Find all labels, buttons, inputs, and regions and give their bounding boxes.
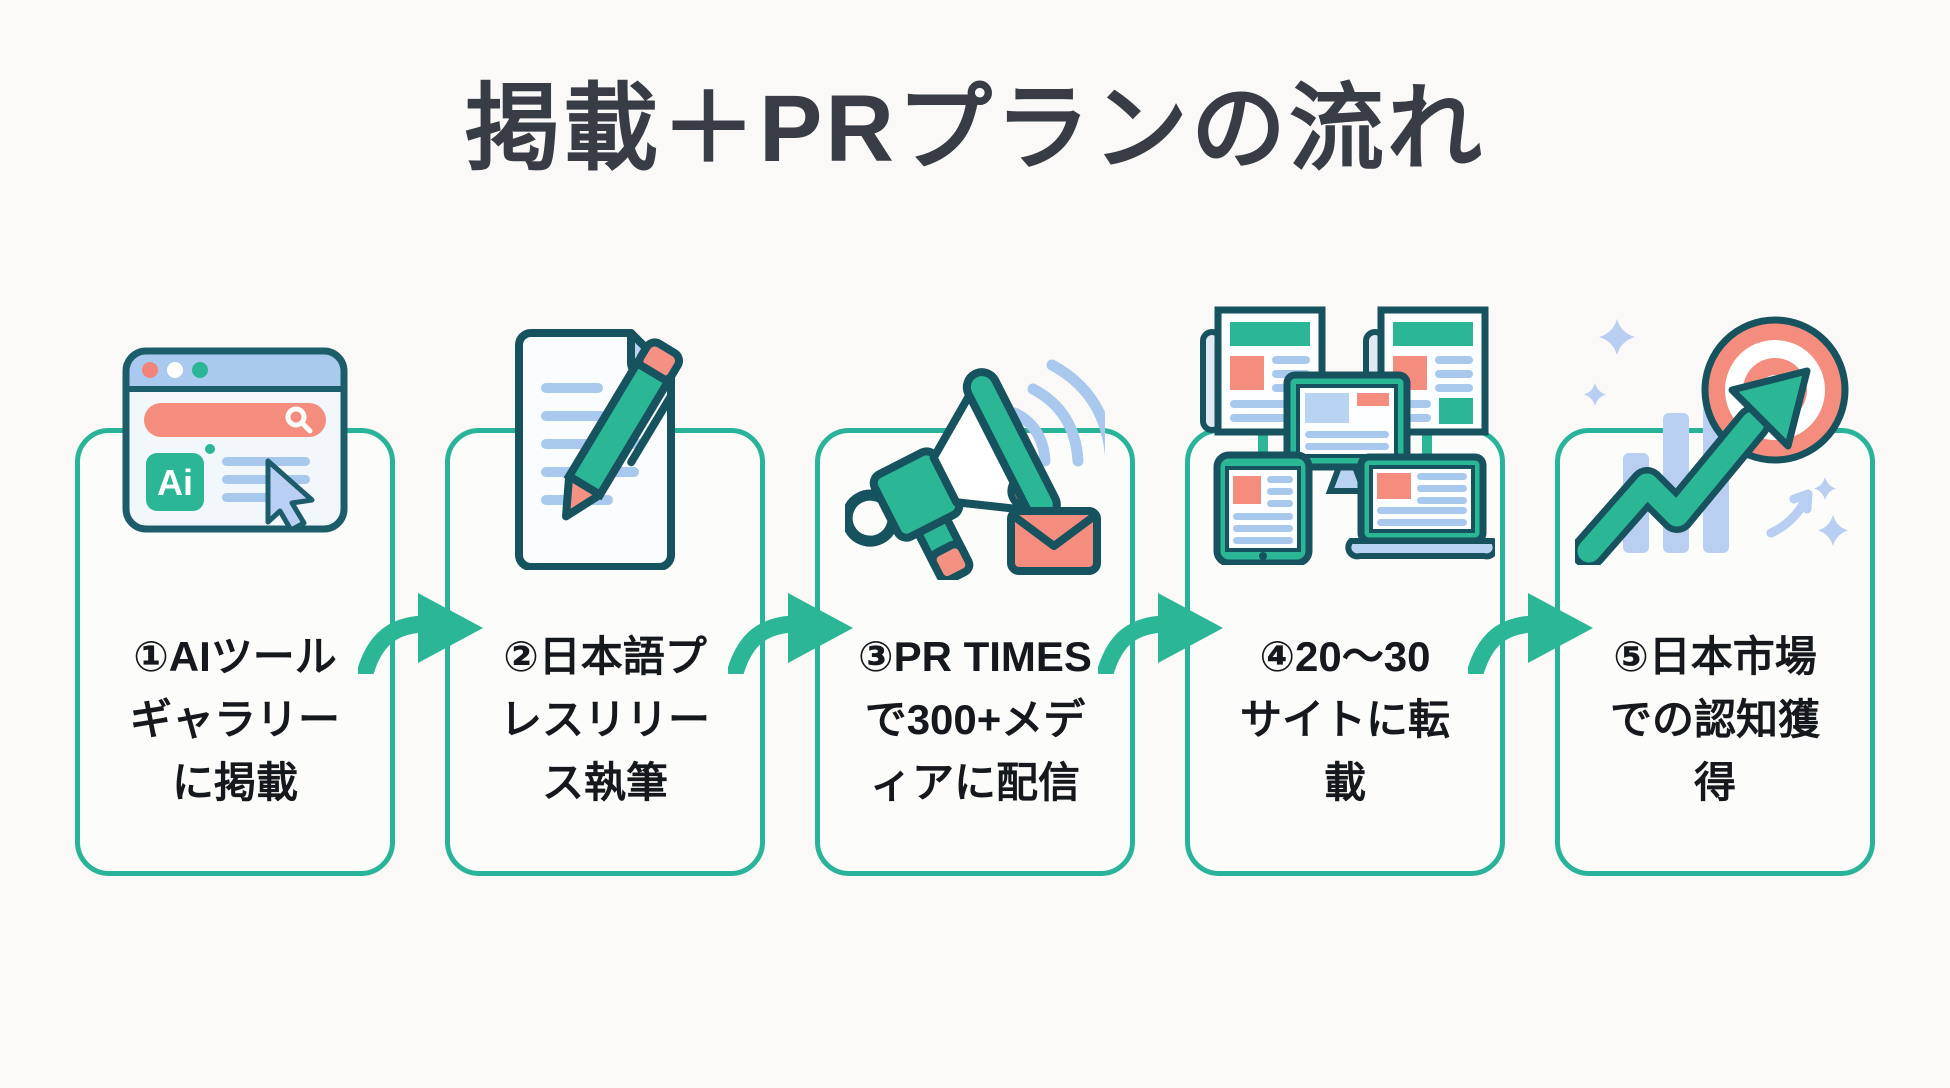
step-5-line-1: ⑤日本市場 xyxy=(1613,633,1817,680)
megaphone-broadcast-icon xyxy=(845,315,1105,580)
press-release-document-icon xyxy=(485,325,725,570)
step-3-line-1: ③PR TIMES xyxy=(858,633,1092,680)
step-4-line-3: 載 xyxy=(1323,759,1366,806)
step-3-line-2: で300+メデ xyxy=(864,696,1086,743)
step-1-line-1: ①AIツール xyxy=(133,633,337,680)
step-card-2: ②日本語プ レスリリー ス執筆 xyxy=(442,329,768,876)
step-4-line-1: ④20〜30 xyxy=(1259,633,1431,680)
step-card-4: ④20〜30 サイトに転 載 xyxy=(1182,306,1508,876)
step-card-1: Ai ①AIツール ギャラリー に掲載 xyxy=(72,347,398,876)
step-4-line-2: サイトに転 xyxy=(1239,696,1450,743)
ai-gallery-browser-icon: Ai xyxy=(120,345,350,535)
page-title: 掲載＋PRプランの流れ xyxy=(465,76,1485,182)
envelope-icon xyxy=(1007,507,1101,575)
step-2-label: ②日本語プ レスリリー ス執筆 xyxy=(442,625,768,814)
growth-chart-icon xyxy=(1575,316,1849,565)
step-4-label: ④20〜30 サイトに転 載 xyxy=(1182,625,1508,814)
ai-badge: Ai xyxy=(146,444,215,511)
sparkle-icons xyxy=(1584,319,1848,546)
laptop-icon xyxy=(1345,453,1495,560)
flow-arrow-4-icon xyxy=(1468,578,1600,674)
step-1-line-3: に掲載 xyxy=(171,759,298,806)
flow-arrow-3-icon xyxy=(1098,578,1230,674)
document-pen-icon xyxy=(515,329,684,570)
media-network-devices-icon xyxy=(1195,305,1495,565)
step-card-5: ⑤日本市場 での認知獲 得 xyxy=(1552,316,1878,876)
search-icon xyxy=(285,406,307,428)
step-2-line-1: ②日本語プ xyxy=(503,633,707,680)
growth-target-icon xyxy=(1575,295,1855,565)
tablet-icon xyxy=(1213,451,1313,565)
step-3-label: ③PR TIMES で300+メデ ィアに配信 xyxy=(812,625,1138,814)
media-network-icon xyxy=(1200,306,1495,565)
ai-badge-text: Ai xyxy=(157,462,193,503)
cursor-icon xyxy=(265,458,315,533)
step-3-line-3: ィアに配信 xyxy=(869,759,1080,806)
small-arrow-icon xyxy=(1766,489,1813,538)
search-bar xyxy=(144,403,326,437)
step-card-3: ③PR TIMES で300+メデ ィアに配信 xyxy=(812,359,1138,876)
pen-icon xyxy=(561,338,684,521)
step-2-line-3: ス執筆 xyxy=(541,759,668,806)
step-5-line-3: 得 xyxy=(1693,759,1736,806)
browser-titlebar xyxy=(126,351,344,389)
sound-waves xyxy=(1009,359,1105,467)
step-1-label: ①AIツール ギャラリー に掲載 xyxy=(72,625,398,814)
step-2-line-2: レスリリー xyxy=(499,696,710,743)
step-1-line-2: ギャラリー xyxy=(129,696,340,743)
flow-arrow-2-icon xyxy=(728,578,860,674)
monitor-icon xyxy=(1283,371,1411,494)
step-5-line-2: での認知獲 xyxy=(1609,696,1820,743)
step-5-label: ⑤日本市場 での認知獲 得 xyxy=(1552,625,1878,814)
flow-arrow-1-icon xyxy=(358,578,490,674)
megaphone-body xyxy=(845,368,1061,580)
browser-window-icon: Ai xyxy=(122,347,348,533)
megaphone-icon xyxy=(845,359,1105,580)
zigzag-arrow-icon xyxy=(1575,367,1811,565)
